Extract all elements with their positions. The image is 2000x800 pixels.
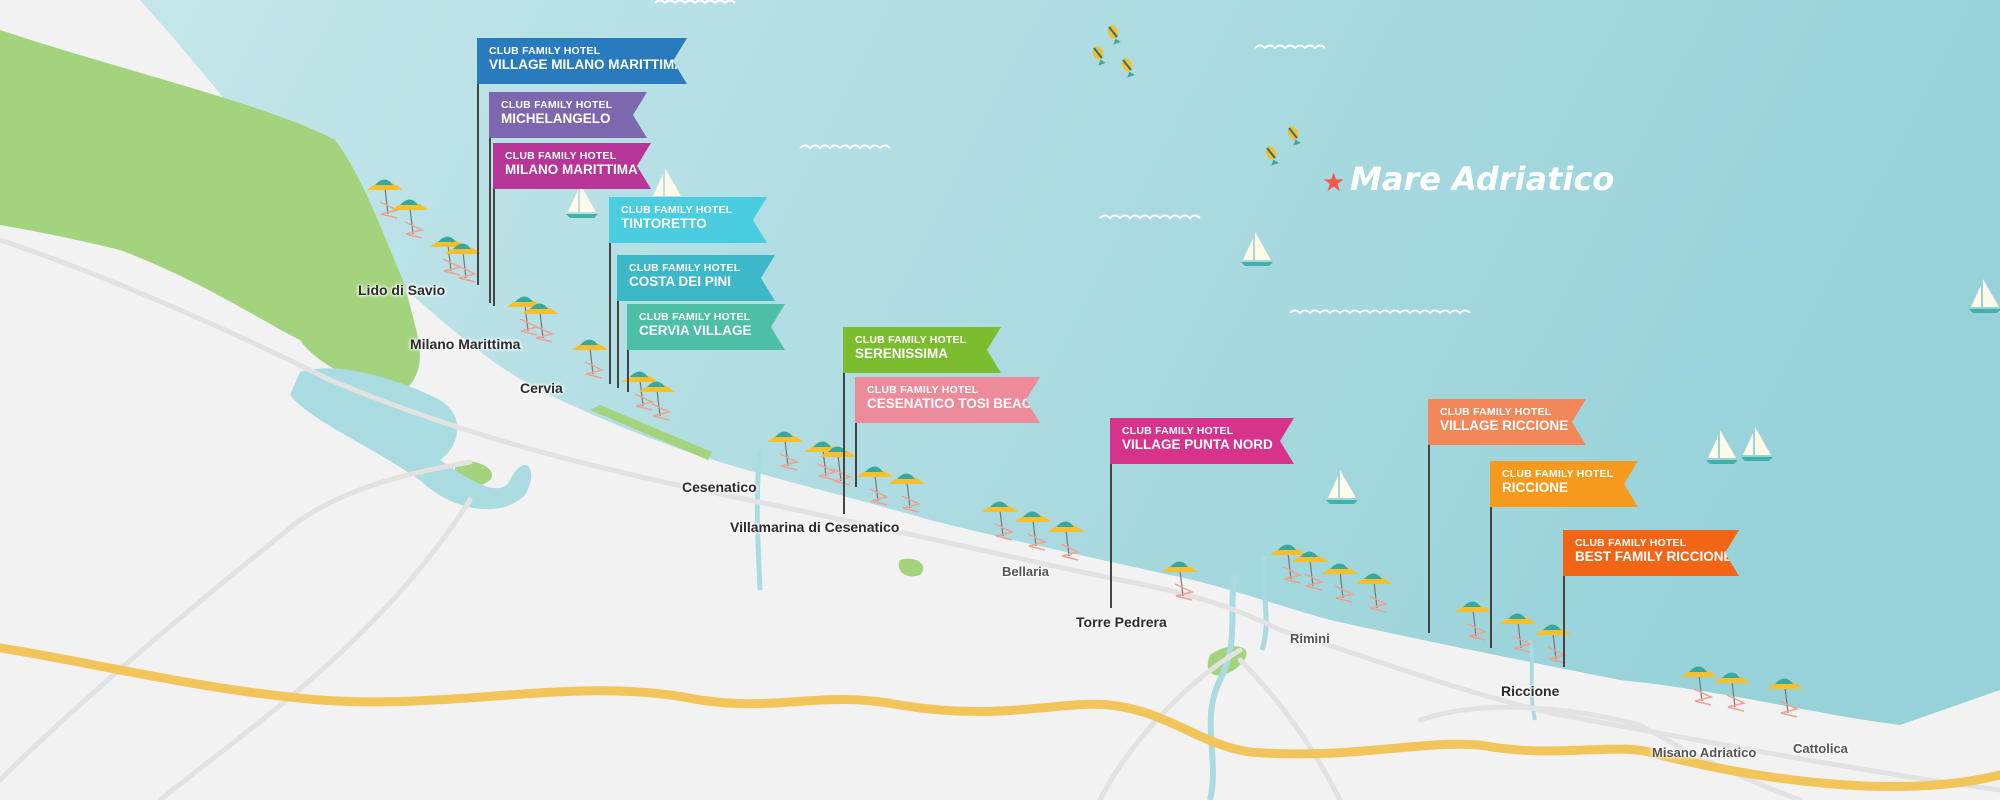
highway <box>0 643 2000 791</box>
town-label[interactable]: Villamarina di Cesenatico <box>730 519 900 535</box>
hotel-flag-prefix: CLUB FAMILY HOTEL <box>1575 537 1687 549</box>
hotel-flag-prefix: CLUB FAMILY HOTEL <box>1122 425 1234 437</box>
hotel-flag-serenissima[interactable]: CLUB FAMILY HOTEL SERENISSIMA <box>843 327 1001 373</box>
hotel-flag-prefix: CLUB FAMILY HOTEL <box>855 334 967 346</box>
hotel-flag-name: CERVIA VILLAGE <box>639 323 752 338</box>
hotel-flag-name: RICCIONE <box>1502 480 1569 495</box>
hotel-flag-village-punta-nord[interactable]: CLUB FAMILY HOTEL VILLAGE PUNTA NORD <box>1110 418 1294 464</box>
flag-pole <box>1563 530 1565 667</box>
flag-pole <box>855 377 857 487</box>
town-label[interactable]: Misano Adriatico <box>1652 745 1757 760</box>
hotel-flag-prefix: CLUB FAMILY HOTEL <box>621 204 733 216</box>
flag-pole <box>493 143 495 306</box>
sea-name-label: Mare Adriatico <box>1350 160 1615 198</box>
town-label[interactable]: Riccione <box>1501 683 1560 699</box>
lagoon <box>290 368 532 510</box>
town-label[interactable]: Torre Pedrera <box>1076 614 1167 630</box>
flag-pole <box>477 40 479 285</box>
flag-pole <box>843 327 845 514</box>
hotel-flag-michelangelo[interactable]: CLUB FAMILY HOTEL MICHELANGELO <box>489 92 647 138</box>
town-label[interactable]: Cesenatico <box>682 479 757 495</box>
flag-pole <box>1490 462 1492 648</box>
hotel-flag-prefix: CLUB FAMILY HOTEL <box>505 150 617 162</box>
hotel-flag-name: SERENISSIMA <box>855 346 949 361</box>
hotel-flag-prefix: CLUB FAMILY HOTEL <box>639 311 751 323</box>
town-label[interactable]: Rimini <box>1290 631 1330 646</box>
river <box>754 449 763 591</box>
hotel-flag-village-riccione[interactable]: CLUB FAMILY HOTEL VILLAGE RICCIONE <box>1428 399 1586 445</box>
hotel-flag-name: VILLAGE MILANO MARITTIMA <box>489 57 684 72</box>
hotel-flag-riccione[interactable]: CLUB FAMILY HOTEL RICCIONE <box>1490 461 1638 507</box>
flag-pole <box>1428 400 1430 633</box>
hotel-flag-name: CESENATICO TOSI BEACH <box>867 396 1042 411</box>
town-label[interactable]: Milano Marittima <box>410 336 521 352</box>
river <box>1259 554 1269 651</box>
hotel-flag-tintoretto[interactable]: CLUB FAMILY HOTEL TINTORETTO <box>609 197 767 243</box>
flag-pole <box>617 255 619 388</box>
flag-pole <box>609 198 611 384</box>
hotel-flag-prefix: CLUB FAMILY HOTEL <box>1502 468 1614 480</box>
hotel-flag-cesenatico-tosi-beach[interactable]: CLUB FAMILY HOTEL CESENATICO TOSI BEACH <box>855 377 1040 423</box>
hotel-flag-milano-marittima[interactable]: CLUB FAMILY HOTEL MILANO MARITTIMA <box>493 143 651 189</box>
hotel-flag-name: VILLAGE RICCIONE <box>1440 418 1569 433</box>
hotel-flag-prefix: CLUB FAMILY HOTEL <box>867 384 979 396</box>
hotel-flag-prefix: CLUB FAMILY HOTEL <box>501 99 613 111</box>
hotel-flag-prefix: CLUB FAMILY HOTEL <box>489 45 601 57</box>
town-label[interactable]: Cattolica <box>1793 741 1848 756</box>
hotel-flag-name: COSTA DEI PINI <box>629 274 732 289</box>
town-label[interactable]: Bellaria <box>1002 564 1049 579</box>
hotel-flag-village-milano-marittima[interactable]: CLUB FAMILY HOTEL VILLAGE MILANO MARITTI… <box>477 38 687 84</box>
hotel-flag-name: MICHELANGELO <box>501 111 611 126</box>
hotel-flag-prefix: CLUB FAMILY HOTEL <box>629 262 741 274</box>
hotel-flag-costa-dei-pini[interactable]: CLUB FAMILY HOTEL COSTA DEI PINI <box>617 255 775 301</box>
flag-pole <box>1110 418 1112 608</box>
park-area <box>0 30 420 389</box>
hotel-flag-name: TINTORETTO <box>621 216 707 231</box>
park-area <box>898 558 924 577</box>
hotel-flag-name: VILLAGE PUNTA NORD <box>1122 437 1273 452</box>
hotel-flag-name: BEST FAMILY RICCIONE <box>1575 549 1733 564</box>
hotel-flag-best-family-riccione[interactable]: CLUB FAMILY HOTEL BEST FAMILY RICCIONE <box>1563 530 1739 576</box>
park-area <box>590 405 712 460</box>
hotel-flag-name: MILANO MARITTIMA <box>505 162 638 177</box>
town-label[interactable]: Cervia <box>520 380 563 396</box>
hotel-flag-cervia-village[interactable]: CLUB FAMILY HOTEL CERVIA VILLAGE <box>627 304 785 350</box>
flag-pole <box>489 93 491 303</box>
starfish-icon: ★ <box>1322 167 1346 197</box>
wave-decoration <box>654 0 1471 315</box>
hotel-flag-prefix: CLUB FAMILY HOTEL <box>1440 406 1552 418</box>
town-label[interactable]: Lido di Savio <box>358 282 446 298</box>
